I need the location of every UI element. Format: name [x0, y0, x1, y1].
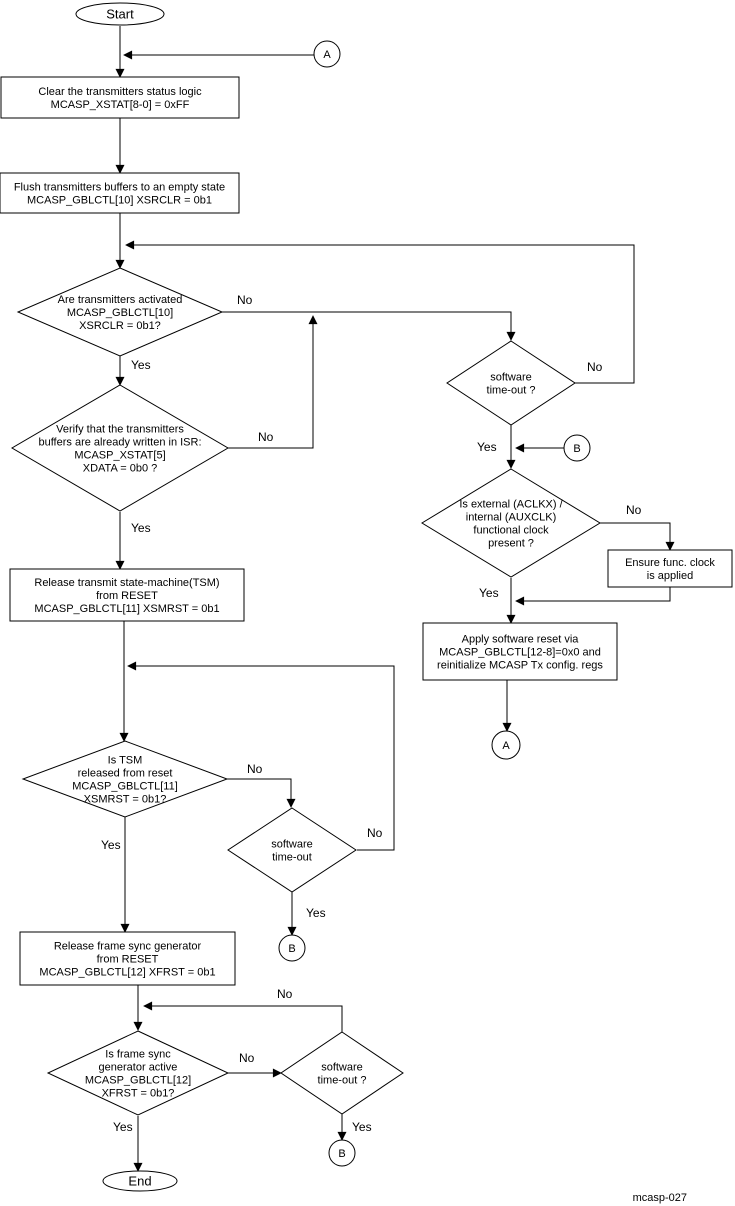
- flow-label-tsm-timeout-no: No: [367, 826, 383, 840]
- connector-a-top-shape: [313, 40, 341, 68]
- connector-a-top-label: A: [323, 49, 331, 61]
- flow-label-framesync-no: No: [239, 1051, 255, 1065]
- ensure-clock-box-shape: [607, 549, 733, 588]
- connector-a-top: A: [313, 40, 341, 68]
- start-terminal: Start: [75, 2, 165, 26]
- clock-present-diamond: Is external (ACLKX) /internal (AUXCLK)fu…: [421, 468, 601, 578]
- start-terminal-label: Start: [106, 7, 134, 22]
- flow-label-clock-no: No: [626, 503, 642, 517]
- end-terminal-label: End: [128, 1174, 151, 1189]
- flow-label-activated-no: No: [237, 293, 253, 307]
- flow-label-right-timeout-no: No: [587, 360, 603, 374]
- clock-present-diamond-shape: [421, 468, 601, 578]
- connector-b-right-shape: [563, 434, 591, 462]
- flow-label-verify-yes: Yes: [131, 521, 151, 535]
- connector-b-framesync-label: B: [338, 1148, 345, 1160]
- tsm-timeout-diamond-shape: [227, 807, 357, 893]
- connector-a-bottom-label: A: [502, 740, 510, 752]
- flow-label-verify-no: No: [258, 430, 274, 444]
- edge-clock-no-to-ensure: [600, 522, 675, 551]
- connector-b-right: B: [563, 434, 591, 462]
- edge-ensure-to-merge: [515, 587, 671, 606]
- flow-label-right-timeout-yes: Yes: [477, 440, 497, 454]
- flow-label-tsm-timeout-yes: Yes: [306, 906, 326, 920]
- edge-verify-no-up: [228, 315, 318, 449]
- flush-buffers-box: Flush transmitters buffers to an empty s…: [0, 172, 240, 214]
- flow-label-framesync-yes: Yes: [113, 1120, 133, 1134]
- flow-label-activated-yes: Yes: [131, 358, 151, 372]
- framesync-timeout-diamond-shape: [280, 1031, 404, 1115]
- connector-b-tsm-label: B: [288, 943, 295, 955]
- edge-tsm-timeout-no-loop: [127, 661, 395, 851]
- flush-buffers-box-label: Flush transmitters buffers to an empty s…: [14, 181, 225, 206]
- tsm-released-diamond-shape: [21, 740, 229, 818]
- connector-a-bottom-shape: [491, 730, 521, 760]
- end-terminal: End: [102, 1170, 178, 1192]
- release-framesync-box-shape: [19, 931, 236, 986]
- connector-b-tsm: B: [278, 934, 306, 962]
- flow-label-tsm-yes: Yes: [101, 838, 121, 852]
- framesync-active-diamond-shape: [46, 1030, 230, 1116]
- flush-buffers-box-shape: [0, 172, 240, 214]
- connector-b-framesync: B: [328, 1139, 356, 1167]
- end-terminal-shape: [102, 1170, 178, 1192]
- connector-b-tsm-shape: [278, 934, 306, 962]
- right-timeout-diamond-shape: [446, 340, 576, 426]
- edge-activated-no-to-right-timeout: [222, 311, 516, 341]
- release-tsm-box-shape: [9, 568, 245, 622]
- connector-b-right-label: B: [573, 443, 580, 455]
- edge-right-timeout-no-loop: [125, 240, 635, 384]
- release-tsm-box-label: Release transmit state-machine(TSM)from …: [34, 577, 219, 615]
- figure-label: mcasp-027: [632, 1192, 687, 1204]
- start-terminal-shape: [75, 2, 165, 26]
- flow-label-framesync-timeout-yes: Yes: [352, 1120, 372, 1134]
- transmitters-activated-diamond-shape: [16, 267, 224, 357]
- clock-present-diamond-label: Is external (ACLKX) /internal (AUXCLK)fu…: [459, 498, 563, 549]
- edge-tsm-no-to-timeout: [227, 778, 296, 808]
- connector-a-bottom: A: [491, 730, 521, 760]
- flow-label-tsm-no: No: [247, 762, 263, 776]
- flow-label-framesync-loop-no: No: [277, 987, 293, 1001]
- clear-status-box-shape: [0, 76, 240, 119]
- edge-framesync-timeout-no-loop: [143, 1001, 343, 1033]
- release-tsm-box: Release transmit state-machine(TSM)from …: [9, 568, 245, 622]
- verify-buffers-diamond-shape: [11, 384, 229, 512]
- apply-reset-box-shape: [422, 622, 618, 681]
- connector-b-framesync-shape: [328, 1139, 356, 1167]
- flow-label-clock-yes: Yes: [479, 586, 499, 600]
